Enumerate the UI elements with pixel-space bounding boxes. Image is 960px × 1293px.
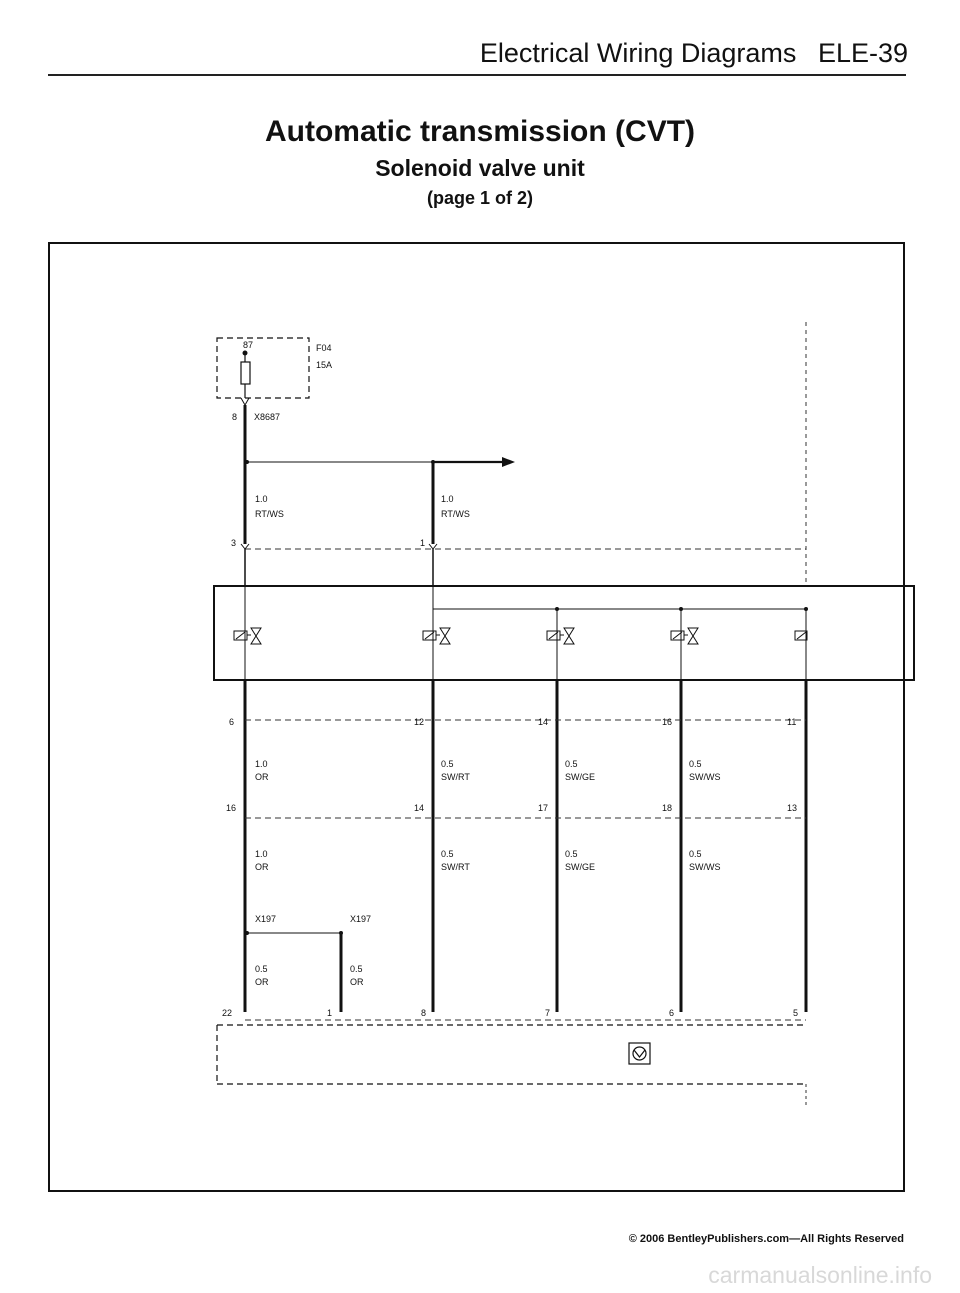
wire-size: 0.5 <box>441 759 454 769</box>
wire-color: OR <box>255 772 269 782</box>
wire-size: 1.0 <box>255 494 268 504</box>
solenoid-valve-icon <box>670 627 699 645</box>
wire-color: SW/RT <box>441 772 470 782</box>
pin-label: 8 <box>421 1008 426 1018</box>
control-module-icon <box>628 1042 651 1065</box>
solenoid-valve-unit <box>213 585 915 681</box>
solenoid-valve-icon <box>233 627 262 645</box>
header-rule <box>48 74 906 76</box>
watermark: carmanualsonline.info <box>708 1262 932 1288</box>
pin-label: 14 <box>414 803 424 813</box>
page-indicator: (page 1 of 2) <box>426 188 533 208</box>
pin-label: 18 <box>662 803 672 813</box>
pin-label: 22 <box>222 1008 232 1018</box>
wire-color: RT/WS <box>255 509 284 519</box>
pin-label: 14 <box>538 717 548 727</box>
pin-label: 1 <box>327 1008 332 1018</box>
page-id: ELE-39 <box>817 38 908 68</box>
fuse-icon <box>240 361 251 385</box>
solenoid-valve-icon <box>422 627 451 645</box>
wire-color: SW/WS <box>689 772 721 782</box>
pin-label: 16 <box>662 717 672 727</box>
pin-label: 1 <box>420 538 425 548</box>
splice-name: X197 <box>350 914 371 924</box>
fuse-name: F04 <box>316 343 332 353</box>
fuse-terminal: 87 <box>243 340 253 350</box>
splice-name: X197 <box>255 914 276 924</box>
pin-label: 12 <box>414 717 424 727</box>
wire-color: OR <box>255 862 269 872</box>
wire-size: 0.5 <box>350 964 363 974</box>
wire-size: 1.0 <box>255 849 268 859</box>
solenoid-valve-icon <box>794 630 808 641</box>
diagram-subtitle: Solenoid valve unit <box>375 155 585 181</box>
wire-color: OR <box>350 977 364 987</box>
wire-color: SW/RT <box>441 862 470 872</box>
wire-size: 0.5 <box>565 849 578 859</box>
pin-label: 6 <box>669 1008 674 1018</box>
copyright-notice: © 2006 BentleyPublishers.com—All Rights … <box>628 1233 904 1245</box>
connector-name-x8687: X8687 <box>254 412 280 422</box>
pin-label: 13 <box>787 803 797 813</box>
wire-size: 1.0 <box>255 759 268 769</box>
fuse-f04 <box>216 337 310 407</box>
pin-label: 6 <box>229 717 234 727</box>
wire-color: SW/GE <box>565 772 595 782</box>
connector-pin-top: 8 <box>232 412 237 422</box>
page-header: Electrical Wiring Diagrams ELE-39 <box>466 38 908 69</box>
pin-label: 7 <box>545 1008 550 1018</box>
diagram-frame <box>48 242 905 1192</box>
wire-size: 0.5 <box>255 964 268 974</box>
solenoid-valve-icon <box>546 627 575 645</box>
wire-color: OR <box>255 977 269 987</box>
fuse-rating: 15A <box>316 360 332 370</box>
transmission-control-module <box>216 1024 807 1108</box>
wire-size: 0.5 <box>689 759 702 769</box>
wire-color: RT/WS <box>441 509 470 519</box>
section-title: Electrical Wiring Diagrams <box>479 38 797 68</box>
pin-label: 16 <box>226 803 236 813</box>
pin-label: 5 <box>793 1008 798 1018</box>
diagram-title: Automatic transmission (CVT) <box>264 115 696 148</box>
wire-color: SW/GE <box>565 862 595 872</box>
wire-size: 0.5 <box>689 849 702 859</box>
pin-label: 3 <box>231 538 236 548</box>
wire-size: 0.5 <box>565 759 578 769</box>
pin-label: 17 <box>538 803 548 813</box>
pin-label: 11 <box>787 717 796 727</box>
wire-color: SW/WS <box>689 862 721 872</box>
wire-size: 0.5 <box>441 849 454 859</box>
wire-size: 1.0 <box>441 494 454 504</box>
